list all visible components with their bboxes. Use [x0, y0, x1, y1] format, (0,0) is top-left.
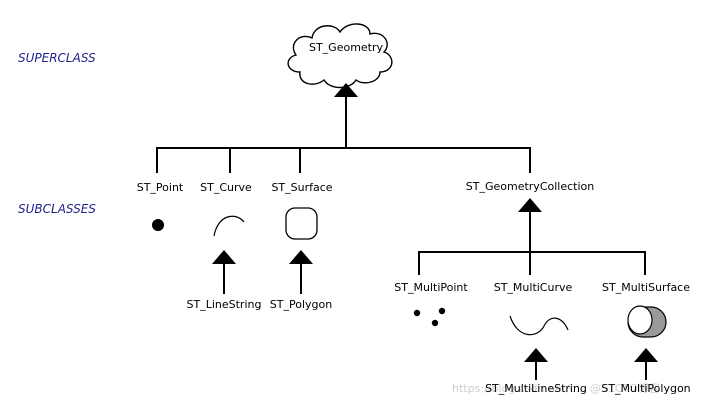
- polygon-arrow: [289, 250, 313, 294]
- st-point-label: ST_Point: [137, 181, 184, 194]
- linestring-arrow: [212, 250, 236, 294]
- subclasses-label: SUBCLASSES: [18, 202, 96, 216]
- st-multicurve-label: ST_MultiCurve: [494, 281, 573, 294]
- curve-symbol: [213, 215, 245, 237]
- multisurface-symbol: [627, 305, 667, 338]
- st-curve-label: ST_Curve: [200, 181, 252, 194]
- multilinestring-arrow: [524, 348, 548, 380]
- st-linestring-label: ST_LineString: [187, 298, 262, 311]
- st-multilinestring-label: ST_MultiLineString: [485, 382, 587, 395]
- surface-symbol: [285, 207, 318, 240]
- st-geometry-cloud: [287, 23, 393, 89]
- multipolygon-arrow: [634, 348, 658, 380]
- st-polygon-label: ST_Polygon: [270, 298, 332, 311]
- multicurve-symbol: [509, 315, 569, 336]
- st-multisurface-label: ST_MultiSurface: [602, 281, 690, 294]
- st-multipoint-label: ST_MultiPoint: [394, 281, 468, 294]
- st-geometrycollection-label: ST_GeometryCollection: [466, 180, 594, 193]
- st-multipolygon-label: ST_MultiPolygon: [601, 382, 690, 395]
- top-inheritance-connector: [156, 83, 531, 173]
- multipoint-symbol: [413, 307, 446, 327]
- watermark: https://blog.csdn.net/c... @51CTO博客: [452, 381, 660, 395]
- st-geometry-label: ST_Geometry: [309, 41, 384, 54]
- superclass-label: SUPERCLASS: [18, 51, 96, 65]
- st-surface-label: ST_Surface: [271, 181, 332, 194]
- collection-inheritance-connector: [418, 198, 646, 275]
- point-symbol: [152, 219, 164, 231]
